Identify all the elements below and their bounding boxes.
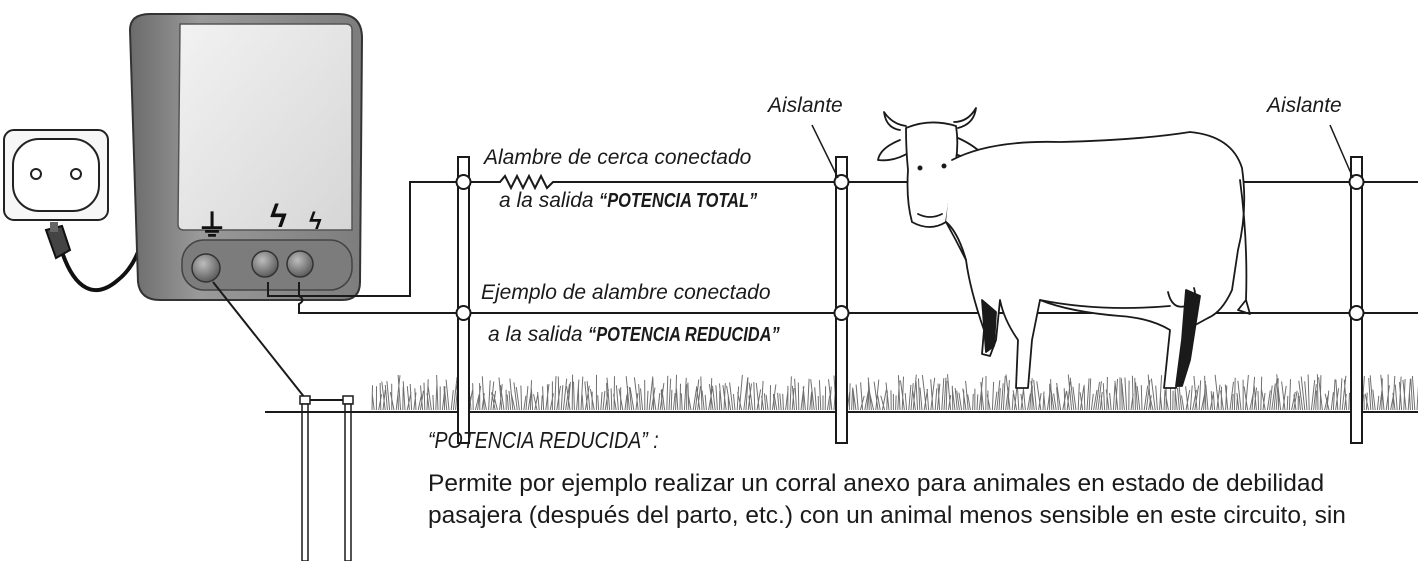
fence-post-1	[457, 156, 470, 444]
reduced-wire-label-line1: Ejemplo de alambre conectado	[481, 281, 771, 304]
grass-blades	[371, 374, 1418, 411]
section-heading: “POTENCIA REDUCIDA” :	[428, 427, 699, 454]
full-wire-label-line2: a la salida “POTENCIA TOTAL”	[499, 189, 792, 213]
insulator-pointer-2	[1329, 124, 1354, 179]
insulator-label-2: Aislante	[1267, 94, 1342, 117]
plug-icon	[44, 222, 140, 292]
full-output-lightning-icon: ϟ	[270, 198, 287, 234]
full-wire-label-line1: Alambre de cerca conectado	[484, 146, 752, 169]
fence-posts	[457, 156, 1363, 444]
reduced-wire-label-line2: a la salida “POTENCIA REDUCIDA”	[488, 323, 822, 347]
fence-post-2	[835, 156, 848, 444]
reduced-wire-prefix: a la salida	[488, 323, 589, 346]
reduced-power-wire	[298, 282, 1418, 314]
earth-terminal-icon: ⏚	[197, 210, 227, 243]
reduced-power-output-name: “POTENCIA REDUCIDA”	[588, 324, 781, 346]
full-wire-prefix: a la salida	[499, 189, 600, 212]
full-power-output-name: “POTENCIA TOTAL”	[599, 190, 758, 212]
cow-illustration	[877, 107, 1251, 389]
insulator-pointer-1	[811, 124, 839, 179]
insulators	[455, 174, 1365, 321]
fence-post-3	[1350, 156, 1363, 444]
insulator-label-1: Aislante	[768, 94, 843, 117]
energizer-device	[128, 13, 364, 301]
description-paragraph: Permite por ejemplo realizar un corral a…	[428, 470, 1346, 529]
power-socket-icon	[3, 129, 109, 221]
section-heading-text: “POTENCIA REDUCIDA” :	[428, 427, 659, 453]
grass-strip	[371, 374, 1418, 411]
full-power-wire	[267, 173, 1418, 297]
ground-rods	[212, 281, 354, 561]
reduced-output-lightning-icon: ϟ	[309, 208, 322, 235]
